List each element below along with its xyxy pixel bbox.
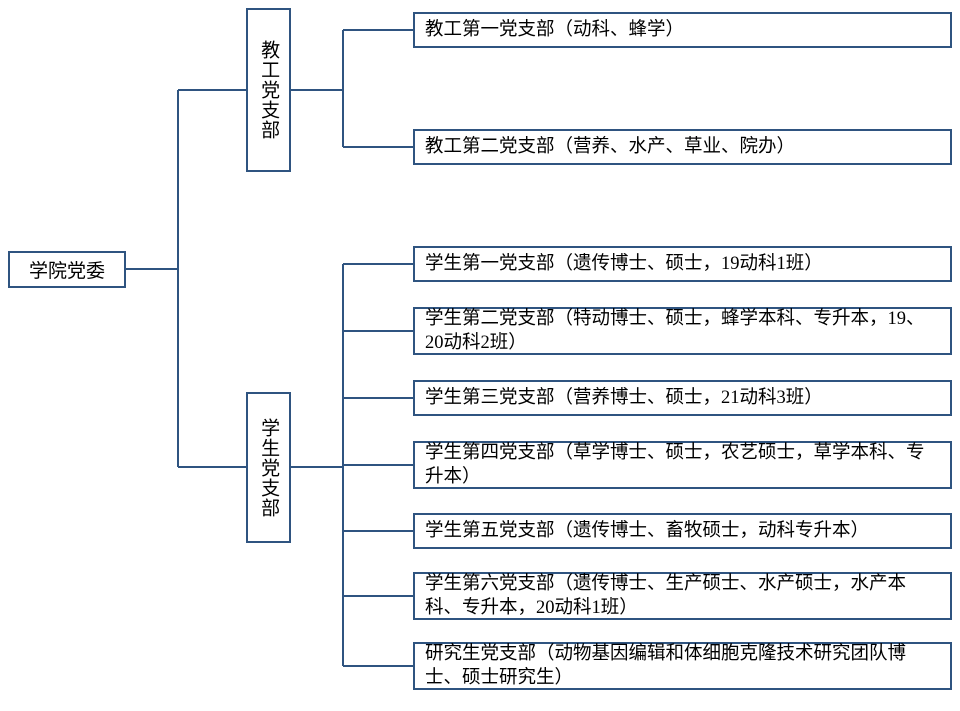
node-group-student-label: 学生党支部 [258,417,280,518]
node-branch-student-4[interactable]: 学生第四党支部（草学博士、硕士，农艺硕士，草学本科、专升本） [413,441,952,489]
node-branch-student-4-label: 学生第四党支部（草学博士、硕士，农艺硕士，草学本科、专升本） [425,442,925,487]
node-branch-student-5[interactable]: 学生第五党支部（遗传博士、畜牧硕士，动科专升本） [413,513,952,549]
node-root-party-committee[interactable]: 学院党委 [8,251,126,288]
node-branch-student-7-label: 研究生党支部（动物基因编辑和体细胞克隆技术研究团队博士、硕士研究生） [425,643,907,688]
node-branch-student-1[interactable]: 学生第一党支部（遗传博士、硕士，19动科1班） [413,246,952,282]
node-branch-student-2[interactable]: 学生第二党支部（特动博士、硕士，蜂学本科、专升本，19、20动科2班） [413,307,952,355]
node-branch-student-6[interactable]: 学生第六党支部（遗传博士、生产硕士、水产硕士，水产本科、专升本，20动科1班） [413,572,952,620]
node-branch-student-7[interactable]: 研究生党支部（动物基因编辑和体细胞克隆技术研究团队博士、硕士研究生） [413,642,952,690]
node-branch-faculty-1[interactable]: 教工第一党支部（动科、蜂学） [413,12,952,48]
node-branch-student-3[interactable]: 学生第三党支部（营养博士、硕士，21动科3班） [413,380,952,416]
node-branch-student-5-label: 学生第五党支部（遗传博士、畜牧硕士，动科专升本） [425,520,870,541]
node-branch-faculty-1-label: 教工第一党支部（动科、蜂学） [425,19,685,40]
node-group-faculty-label: 教工党支部 [258,40,280,140]
node-branch-student-6-label: 学生第六党支部（遗传博士、生产硕士、水产硕士，水产本科、专升本，20动科1班） [425,573,907,618]
node-root-label: 学院党委 [28,261,105,282]
node-branch-faculty-2-label: 教工第二党支部（营养、水产、草业、院办） [425,136,796,157]
node-branch-student-3-label: 学生第三党支部（营养博士、硕士，21动科3班） [425,387,823,408]
node-branch-student-1-label: 学生第一党支部（遗传博士、硕士，19动科1班） [425,253,823,274]
node-group-faculty[interactable]: 教工党支部 [246,8,291,172]
node-branch-faculty-2[interactable]: 教工第二党支部（营养、水产、草业、院办） [413,129,952,165]
node-group-student[interactable]: 学生党支部 [246,392,291,543]
node-branch-student-2-label: 学生第二党支部（特动博士、硕士，蜂学本科、专升本，19、20动科2班） [425,308,925,353]
